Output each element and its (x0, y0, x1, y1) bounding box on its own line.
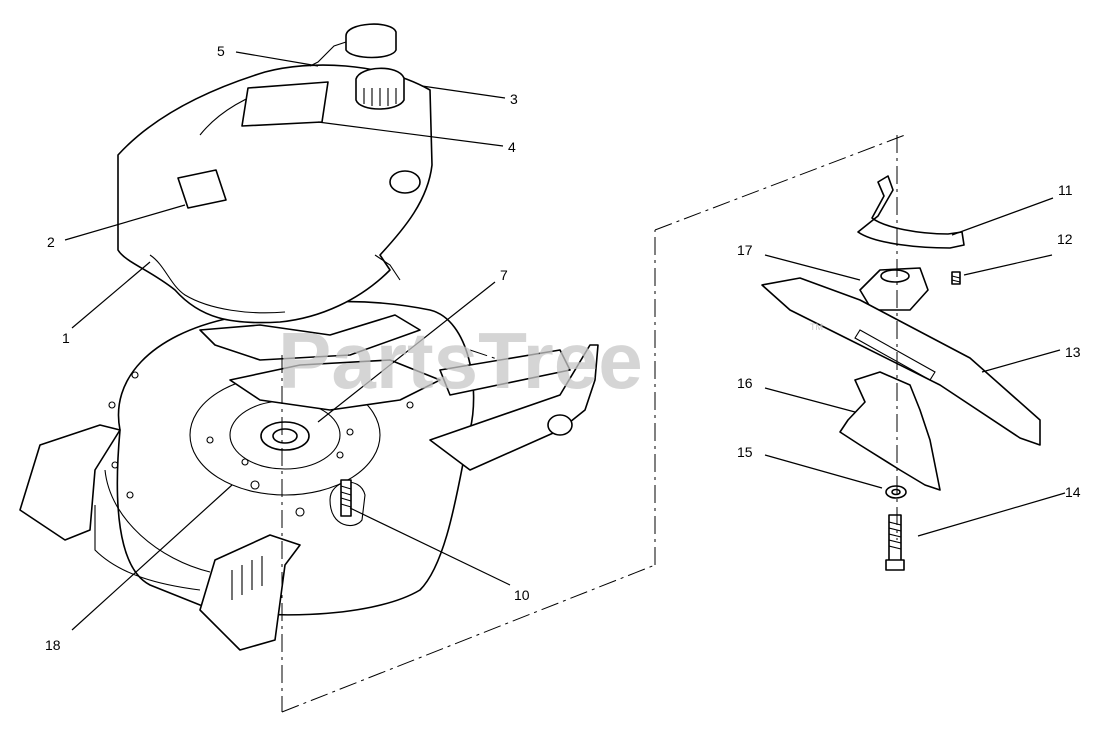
callout-7: 7 (500, 267, 508, 283)
callout-12: 12 (1057, 231, 1073, 247)
front-bumper-right (199, 534, 301, 651)
rear-handle-bracket (429, 344, 599, 471)
callout-3: 3 (510, 91, 518, 107)
assembly-lines (281, 134, 906, 713)
callout-labels: 1 2 3 4 5 7 10 11 12 13 14 15 16 17 18 (45, 43, 1081, 653)
callout-4: 4 (508, 139, 516, 155)
callout-15: 15 (737, 444, 753, 460)
blade-adapter (859, 267, 929, 311)
mower-blade (761, 277, 1041, 446)
watermark-text: PartsTree (278, 316, 643, 405)
callout-13: 13 (1065, 344, 1081, 360)
blade-bolt (885, 514, 905, 571)
blade-washer (885, 485, 907, 499)
watermark-trademark: TM (810, 322, 823, 332)
callout-14: 14 (1065, 484, 1081, 500)
callout-2: 2 (47, 234, 55, 250)
blade-adapter-bracket (857, 175, 965, 249)
engine (117, 23, 433, 324)
blade-bolt-small (951, 271, 961, 285)
leader-lines (64, 51, 1066, 631)
deck-bolt (340, 479, 352, 517)
callout-10: 10 (514, 587, 530, 603)
front-bumper-left (19, 424, 121, 541)
callout-1: 1 (62, 330, 70, 346)
grass-deflector (839, 371, 941, 491)
callout-5: 5 (217, 43, 225, 59)
callout-16: 16 (737, 375, 753, 391)
callout-11: 11 (1058, 182, 1073, 198)
callout-17: 17 (737, 242, 753, 258)
callout-18: 18 (45, 637, 61, 653)
